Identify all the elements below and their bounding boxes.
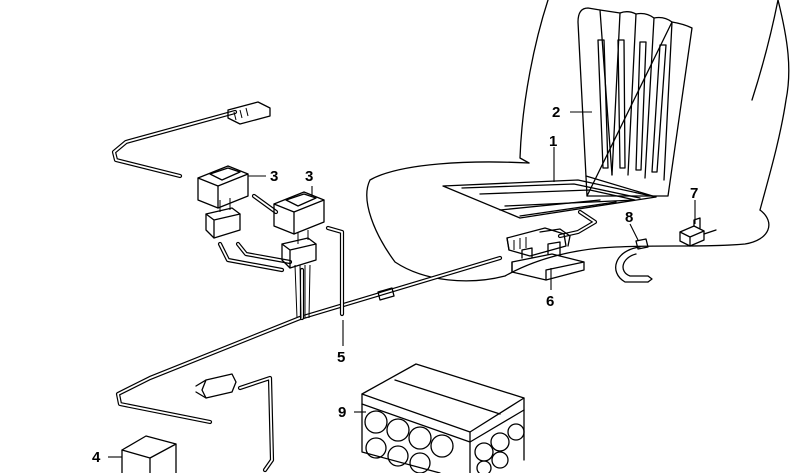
- part-strap-8: [615, 238, 653, 283]
- callout-5: 5: [337, 349, 345, 366]
- callout-1: 1: [549, 133, 557, 150]
- leader-lines: [108, 111, 696, 458]
- callout-8: 8: [625, 209, 633, 226]
- part-cushion-heater: [442, 175, 657, 239]
- control-unit-cells: [364, 410, 525, 473]
- part-connector-bracket: [506, 227, 585, 281]
- callout-3-left: 3: [270, 168, 278, 185]
- part-control-unit-9: [361, 363, 525, 473]
- callout-7: 7: [690, 185, 698, 202]
- callout-2: 2: [552, 104, 560, 121]
- callout-9: 9: [338, 404, 346, 421]
- callout-3-right: 3: [305, 168, 313, 185]
- callout-6: 6: [546, 293, 554, 310]
- part-wiring-harness: [111, 101, 503, 473]
- part-backrest-heater: [577, 7, 693, 197]
- callout-labels: 1 2 3 3 4 5 6 7 8 9: [92, 104, 698, 466]
- part-clip-7: [679, 217, 717, 247]
- part-switch-3a: [197, 165, 249, 239]
- part-relay-4: [121, 435, 177, 473]
- callout-4: 4: [92, 449, 101, 466]
- seat-outline: [366, 0, 790, 282]
- part-switch-3b: [273, 191, 325, 269]
